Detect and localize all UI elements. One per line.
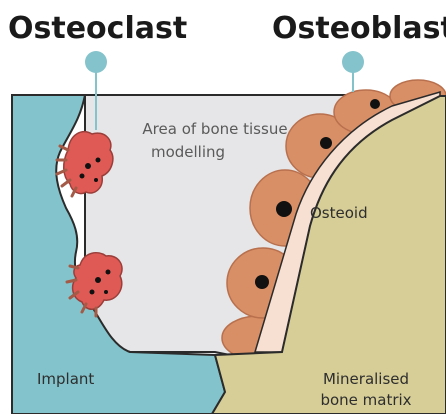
osteoid-label: Osteoid — [310, 204, 368, 222]
osteoblast-pointer — [342, 51, 364, 92]
implant-label: Implant — [37, 370, 94, 388]
osteoblast-nucleus — [320, 137, 332, 149]
bone-label-line1: Mineralised — [323, 370, 409, 388]
area-label-line1: Area of bone tissue — [142, 120, 287, 138]
osteoblast-nucleus — [255, 275, 269, 289]
osteoclast-title: Osteoclast — [8, 11, 187, 46]
osteoblast-title: Osteoblast — [272, 11, 446, 46]
osteoblast-nucleus — [276, 201, 292, 217]
bone-label-line2: bone matrix — [320, 391, 411, 409]
osteoblast-nucleus — [370, 99, 380, 109]
area-label-line2: modelling — [151, 143, 225, 161]
